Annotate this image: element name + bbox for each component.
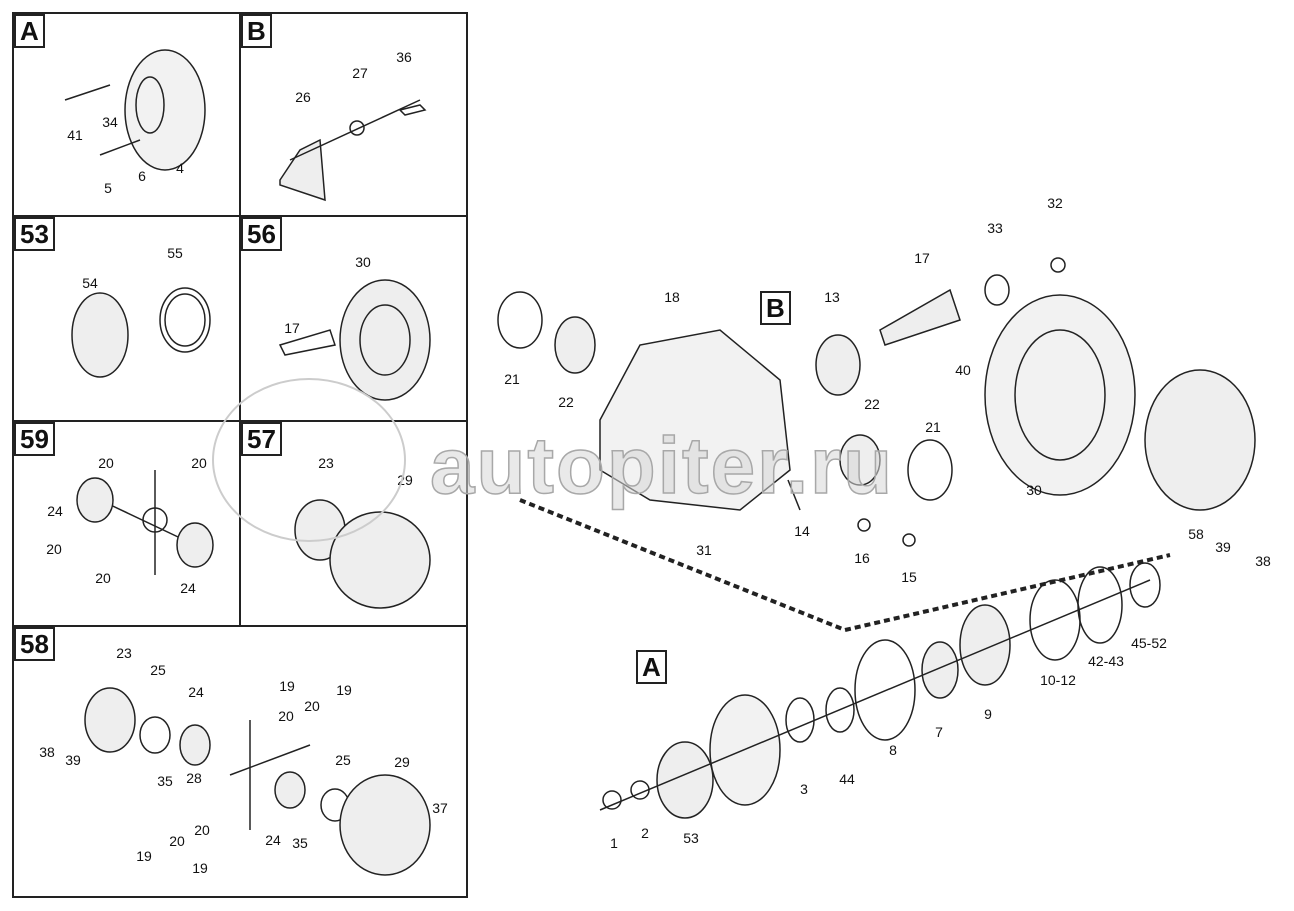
part-label: 39 bbox=[65, 752, 81, 768]
part-label: 37 bbox=[432, 800, 448, 816]
part-label: 36 bbox=[396, 49, 412, 65]
part-label: 54 bbox=[82, 275, 98, 291]
part-label: 9 bbox=[984, 706, 992, 722]
panel-a bbox=[12, 12, 241, 217]
part-label: 41 bbox=[67, 127, 83, 143]
part-label: 35 bbox=[292, 835, 308, 851]
part-label: 3 bbox=[800, 781, 808, 797]
callout-a: A bbox=[636, 650, 667, 684]
part-label: 29 bbox=[394, 754, 410, 770]
part-label: 19 bbox=[136, 848, 152, 864]
part-label: 20 bbox=[194, 822, 210, 838]
panel-57-title: 57 bbox=[241, 422, 282, 456]
part-label: 19 bbox=[192, 860, 208, 876]
part-label: 25 bbox=[150, 662, 166, 678]
part-label: 21 bbox=[504, 371, 520, 387]
part-label: 19 bbox=[336, 682, 352, 698]
part-label: 58 bbox=[1188, 526, 1204, 542]
part-label: 55 bbox=[167, 245, 183, 261]
part-label: 22 bbox=[558, 394, 574, 410]
part-label: 20 bbox=[191, 455, 207, 471]
part-label: 38 bbox=[1255, 553, 1271, 569]
part-label: 24 bbox=[47, 503, 63, 519]
part-label: 5 bbox=[104, 180, 112, 196]
part-label: 39 bbox=[1215, 539, 1231, 555]
part-label: 29 bbox=[397, 472, 413, 488]
part-label: 33 bbox=[987, 220, 1003, 236]
part-label: 24 bbox=[180, 580, 196, 596]
part-label: 20 bbox=[169, 833, 185, 849]
part-label: 28 bbox=[186, 770, 202, 786]
panel-58-title: 58 bbox=[14, 627, 55, 661]
part-label: 42-43 bbox=[1088, 653, 1124, 669]
part-label: 15 bbox=[901, 569, 917, 585]
part-label: 24 bbox=[188, 684, 204, 700]
part-label: 30 bbox=[1026, 482, 1042, 498]
panel-53-title: 53 bbox=[14, 217, 55, 251]
part-label: 44 bbox=[839, 771, 855, 787]
part-label: 1 bbox=[610, 835, 618, 851]
part-label: 26 bbox=[295, 89, 311, 105]
panel-56-title: 56 bbox=[241, 217, 282, 251]
callout-b: B bbox=[760, 291, 791, 325]
part-label: 10-12 bbox=[1040, 672, 1076, 688]
part-label: 17 bbox=[284, 320, 300, 336]
part-label: 4 bbox=[176, 160, 184, 176]
part-label: 35 bbox=[157, 773, 173, 789]
part-label: 32 bbox=[1047, 195, 1063, 211]
panel-b-title: B bbox=[241, 14, 272, 48]
part-label: 22 bbox=[864, 396, 880, 412]
part-label: 16 bbox=[854, 550, 870, 566]
part-label: 31 bbox=[696, 542, 712, 558]
panel-59-title: 59 bbox=[14, 422, 55, 456]
part-label: 20 bbox=[95, 570, 111, 586]
part-label: 25 bbox=[335, 752, 351, 768]
part-label: 53 bbox=[683, 830, 699, 846]
part-label: 18 bbox=[664, 289, 680, 305]
panel-58 bbox=[12, 625, 468, 898]
part-label: 38 bbox=[39, 744, 55, 760]
part-label: 20 bbox=[278, 708, 294, 724]
part-label: 27 bbox=[352, 65, 368, 81]
part-label: 40 bbox=[955, 362, 971, 378]
part-label: 19 bbox=[279, 678, 295, 694]
part-label: 24 bbox=[265, 832, 281, 848]
part-label: 20 bbox=[46, 541, 62, 557]
panel-b bbox=[239, 12, 468, 217]
part-label: 7 bbox=[935, 724, 943, 740]
part-label: 45-52 bbox=[1131, 635, 1167, 651]
part-label: 8 bbox=[889, 742, 897, 758]
part-label: 20 bbox=[304, 698, 320, 714]
part-label: 30 bbox=[355, 254, 371, 270]
part-label: 14 bbox=[794, 523, 810, 539]
part-label: 17 bbox=[914, 250, 930, 266]
part-label: 34 bbox=[102, 114, 118, 130]
part-label: 23 bbox=[116, 645, 132, 661]
panel-a-title: A bbox=[14, 14, 45, 48]
part-label: 13 bbox=[824, 289, 840, 305]
part-label: 23 bbox=[318, 455, 334, 471]
part-label: 2 bbox=[641, 825, 649, 841]
part-label: 20 bbox=[98, 455, 114, 471]
part-label: 6 bbox=[138, 168, 146, 184]
part-label: 21 bbox=[925, 419, 941, 435]
